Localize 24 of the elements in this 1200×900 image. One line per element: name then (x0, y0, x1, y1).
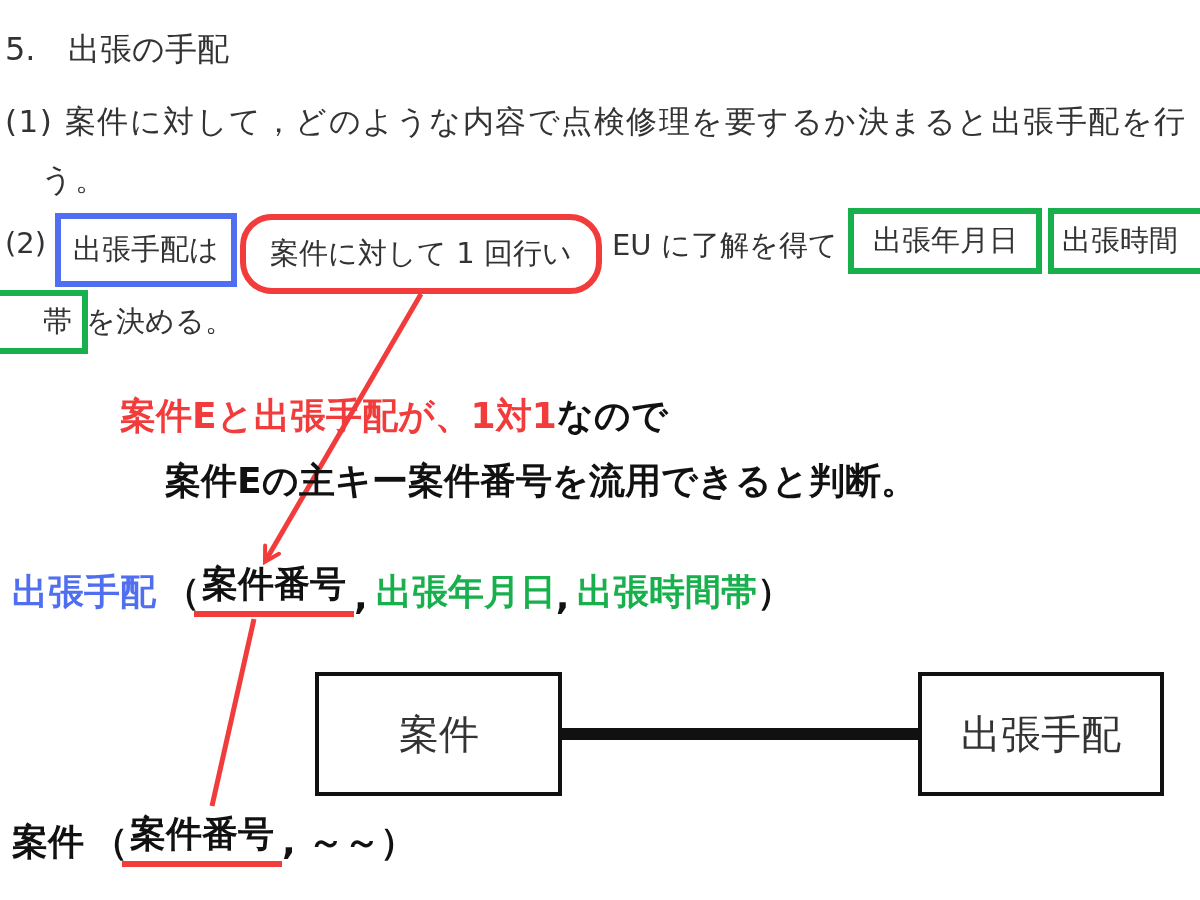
separator: , (354, 576, 368, 617)
attribute-name: 出張時間帯 (577, 570, 758, 614)
item-number: (2) (5, 226, 47, 260)
table-name: 案件 (12, 820, 84, 864)
entity-box: 案件 (315, 672, 562, 796)
separator: , (555, 576, 570, 617)
attribute-list: , ～～ (282, 818, 381, 867)
bracket: ） (380, 820, 417, 864)
attribute-name: 出張年月日 (375, 570, 556, 614)
highlight-box: 出張年月日 (848, 208, 1042, 274)
table-name: 出張手配 (12, 570, 156, 614)
paragraph-text: を決める。 (86, 303, 234, 340)
heading: 5. 出張の手配 (5, 29, 229, 70)
highlight-box: 出張時間 (1048, 208, 1200, 274)
arrow (263, 292, 424, 564)
entity-box: 出張手配 (918, 672, 1164, 796)
annotation-text: なので (556, 394, 668, 438)
paragraph: (1) 案件に対して，どのような内容で点検修理を要するか決まると出張手配を行う。 (5, 102, 1188, 199)
leader-line (209, 618, 257, 807)
bracket: ） (757, 570, 794, 614)
highlight-box: 帯 (0, 290, 88, 354)
relationship-line (562, 728, 918, 740)
paragraph-text: EU に了解を得て (612, 227, 838, 264)
highlight-box: 出張手配は (55, 213, 237, 287)
